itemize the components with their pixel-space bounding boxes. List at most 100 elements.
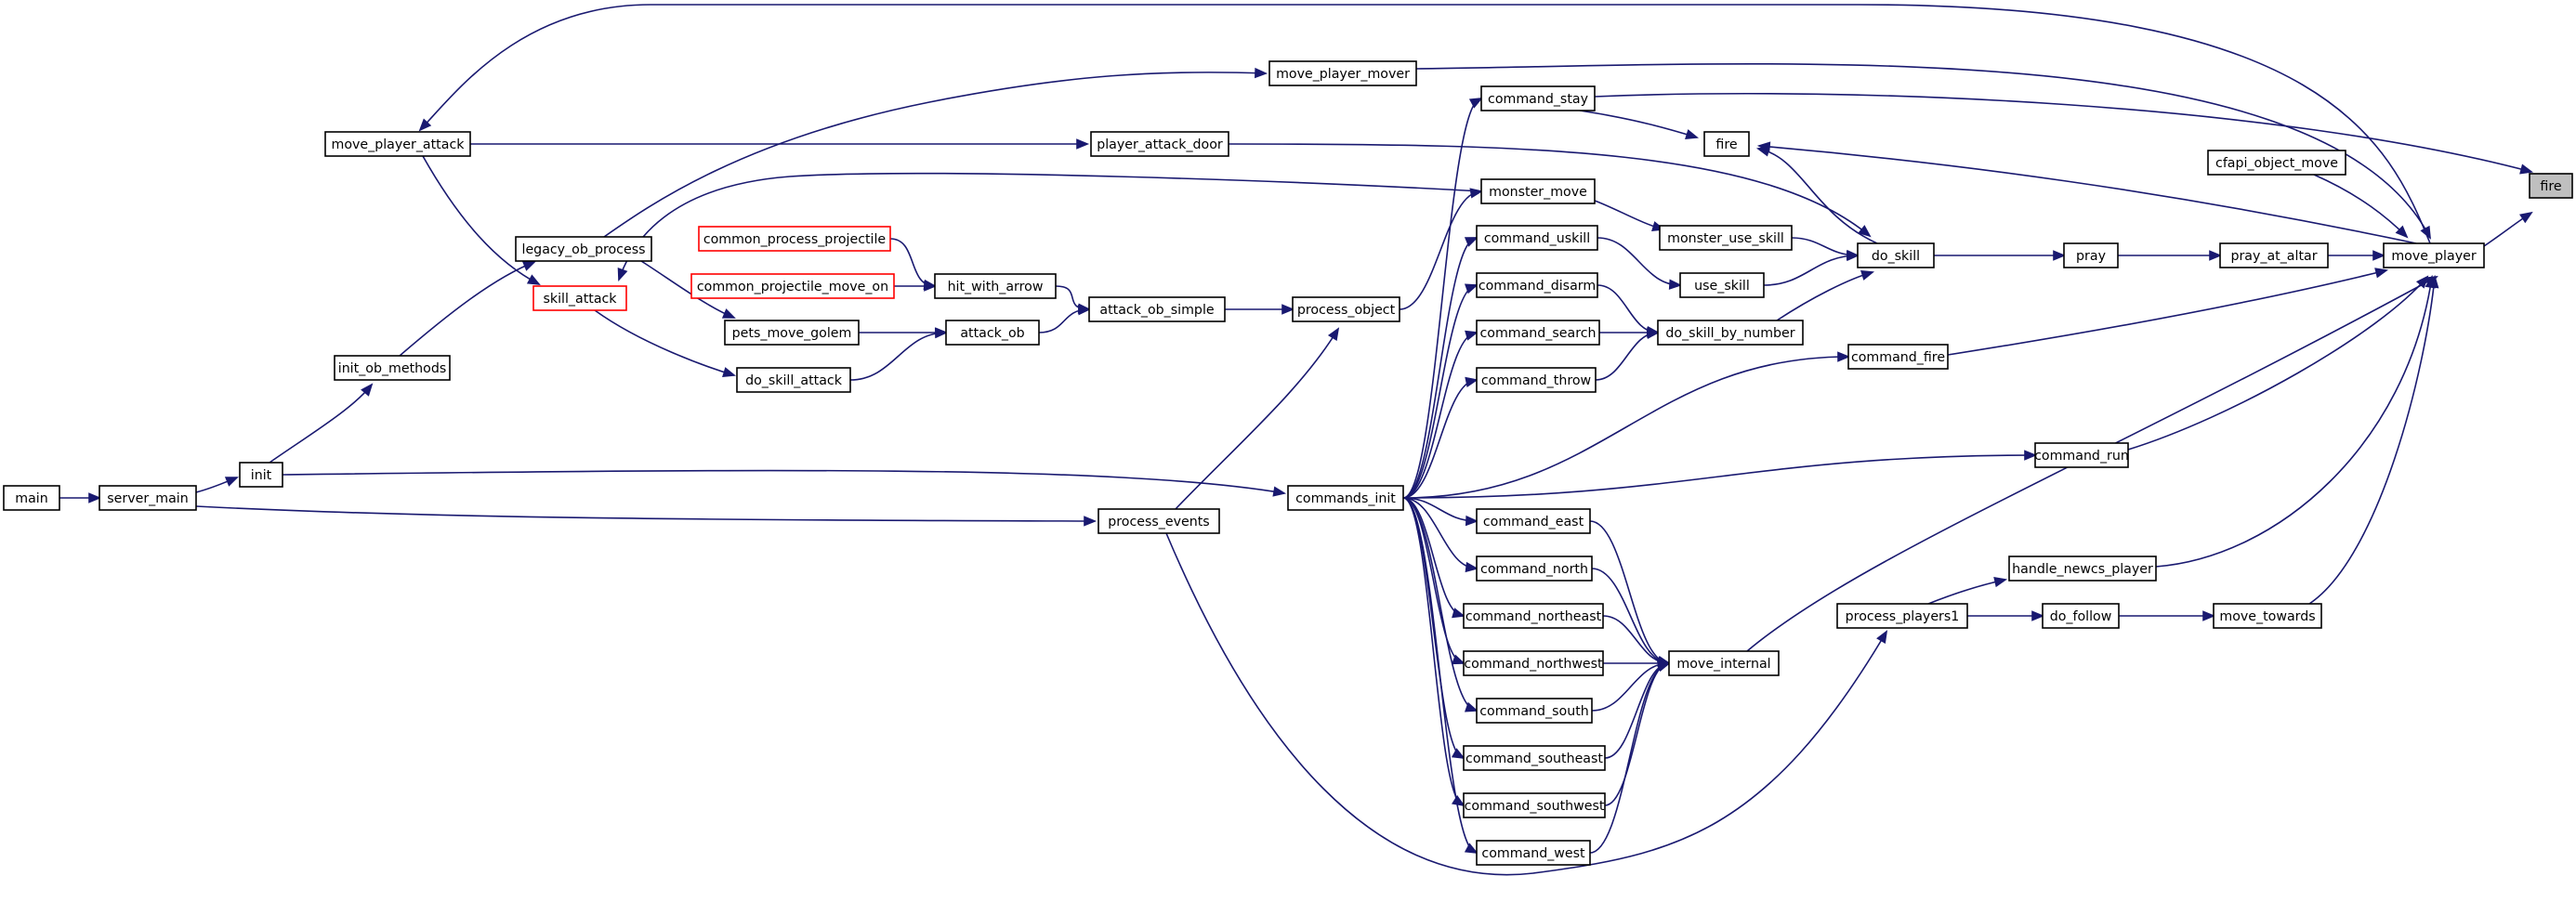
node-box[interactable] <box>1090 131 1229 157</box>
node-box[interactable] <box>1668 650 1780 676</box>
node-box[interactable] <box>1463 792 1606 818</box>
node-box[interactable] <box>2207 150 2346 176</box>
node-box[interactable] <box>1476 367 1597 393</box>
node-box[interactable] <box>698 226 891 252</box>
node-command-northeast[interactable]: command_northeast <box>1463 603 1604 629</box>
node-box[interactable] <box>690 273 895 299</box>
node-command-stay[interactable]: command_stay <box>1480 85 1596 111</box>
node-command-southeast[interactable]: command_southeast <box>1463 745 1606 771</box>
node-box[interactable] <box>239 462 283 488</box>
node-command-uskill[interactable]: command_uskill <box>1476 225 1598 251</box>
node-move-towards[interactable]: move_towards <box>2213 603 2322 629</box>
node-use-skill[interactable]: use_skill <box>1679 272 1765 298</box>
node-box[interactable] <box>1463 650 1604 676</box>
node-monster-use-skill[interactable]: monster_use_skill <box>1659 225 1793 251</box>
node-box[interactable] <box>1268 60 1417 86</box>
node-box[interactable] <box>1463 745 1606 771</box>
node-do-skill-by-number[interactable]: do_skill_by_number <box>1657 320 1804 346</box>
node-process-players1[interactable]: process_players1 <box>1836 603 1968 629</box>
node-box[interactable] <box>2383 242 2485 268</box>
node-command-throw[interactable]: command_throw <box>1476 367 1597 393</box>
node-move-player-attack[interactable]: move_player_attack <box>324 131 471 157</box>
node-do-skill-attack[interactable]: do_skill_attack <box>736 367 851 393</box>
node-box[interactable] <box>2529 173 2573 199</box>
node-fire-root[interactable]: fire <box>2529 173 2573 199</box>
node-box[interactable] <box>1679 272 1765 298</box>
node-box[interactable] <box>1088 296 1226 322</box>
node-commands-init[interactable]: commands_init <box>1287 485 1404 511</box>
node-command-south[interactable]: command_south <box>1476 698 1593 724</box>
node-move-player-mover[interactable]: move_player_mover <box>1268 60 1417 86</box>
node-do-follow[interactable]: do_follow <box>2042 603 2120 629</box>
node-attack-ob[interactable]: attack_ob <box>945 320 1040 346</box>
node-box[interactable] <box>1847 344 1949 370</box>
node-box[interactable] <box>1657 320 1804 346</box>
node-command-west[interactable]: command_west <box>1476 840 1591 866</box>
node-box[interactable] <box>934 273 1057 299</box>
node-box[interactable] <box>1476 556 1593 582</box>
node-legacy-ob-process[interactable]: legacy_ob_process <box>515 236 652 262</box>
node-box[interactable] <box>1292 296 1400 322</box>
node-command-disarm[interactable]: command_disarm <box>1476 272 1598 298</box>
node-command-southwest[interactable]: command_southwest <box>1463 792 1606 818</box>
node-process-events[interactable]: process_events <box>1097 508 1220 534</box>
node-box[interactable] <box>1857 242 1935 268</box>
node-box[interactable] <box>2219 242 2329 268</box>
node-main[interactable]: main <box>3 485 60 511</box>
node-pray-at-altar[interactable]: pray_at_altar <box>2219 242 2329 268</box>
node-box[interactable] <box>1659 225 1793 251</box>
node-box[interactable] <box>2063 242 2119 268</box>
node-box[interactable] <box>99 485 197 511</box>
node-box[interactable] <box>2034 442 2129 468</box>
node-common-projectile-move-on[interactable]: common_projectile_move_on <box>690 273 895 299</box>
node-server-main[interactable]: server_main <box>99 485 197 511</box>
node-init[interactable]: init <box>239 462 283 488</box>
node-box[interactable] <box>1476 508 1591 534</box>
node-do-skill[interactable]: do_skill <box>1857 242 1935 268</box>
node-move-player[interactable]: move_player <box>2383 242 2485 268</box>
node-init-ob-methods[interactable]: init_ob_methods <box>334 355 451 381</box>
node-box[interactable] <box>3 485 60 511</box>
node-player-attack-door[interactable]: player_attack_door <box>1090 131 1229 157</box>
node-box[interactable] <box>1463 603 1604 629</box>
node-hit-with-arrow[interactable]: hit_with_arrow <box>934 273 1057 299</box>
node-box[interactable] <box>515 236 652 262</box>
node-box[interactable] <box>736 367 851 393</box>
node-box[interactable] <box>1476 272 1598 298</box>
node-skill-attack[interactable]: skill_attack <box>532 285 627 311</box>
node-box[interactable] <box>1703 131 1750 157</box>
node-box[interactable] <box>1476 698 1593 724</box>
node-process-object[interactable]: process_object <box>1292 296 1400 322</box>
node-box[interactable] <box>2213 603 2322 629</box>
node-box[interactable] <box>2042 603 2120 629</box>
node-command-northwest[interactable]: command_northwest <box>1463 650 1604 676</box>
node-box[interactable] <box>1476 225 1598 251</box>
node-handle-newcs-player[interactable]: handle_newcs_player <box>2008 556 2157 582</box>
node-command-north[interactable]: command_north <box>1476 556 1593 582</box>
node-command-search[interactable]: command_search <box>1476 320 1600 346</box>
node-fire-mid[interactable]: fire <box>1703 131 1750 157</box>
node-box[interactable] <box>1287 485 1404 511</box>
node-box[interactable] <box>1476 320 1600 346</box>
node-move-internal[interactable]: move_internal <box>1668 650 1780 676</box>
node-box[interactable] <box>532 285 627 311</box>
node-box[interactable] <box>2008 556 2157 582</box>
node-cfapi-object-move[interactable]: cfapi_object_move <box>2207 150 2346 176</box>
node-box[interactable] <box>1480 85 1596 111</box>
node-box[interactable] <box>724 320 860 346</box>
node-attack-ob-simple[interactable]: attack_ob_simple <box>1088 296 1226 322</box>
node-box[interactable] <box>1836 603 1968 629</box>
node-box[interactable] <box>945 320 1040 346</box>
node-command-east[interactable]: command_east <box>1476 508 1591 534</box>
node-command-fire[interactable]: command_fire <box>1847 344 1949 370</box>
node-box[interactable] <box>324 131 471 157</box>
node-box[interactable] <box>334 355 451 381</box>
node-box[interactable] <box>1480 178 1596 204</box>
node-common-process-projectile[interactable]: common_process_projectile <box>698 226 891 252</box>
node-pets-move-golem[interactable]: pets_move_golem <box>724 320 860 346</box>
node-box[interactable] <box>1476 840 1591 866</box>
node-monster-move[interactable]: monster_move <box>1480 178 1596 204</box>
node-pray[interactable]: pray <box>2063 242 2119 268</box>
node-command-run[interactable]: command_run <box>2034 442 2129 468</box>
node-box[interactable] <box>1097 508 1220 534</box>
